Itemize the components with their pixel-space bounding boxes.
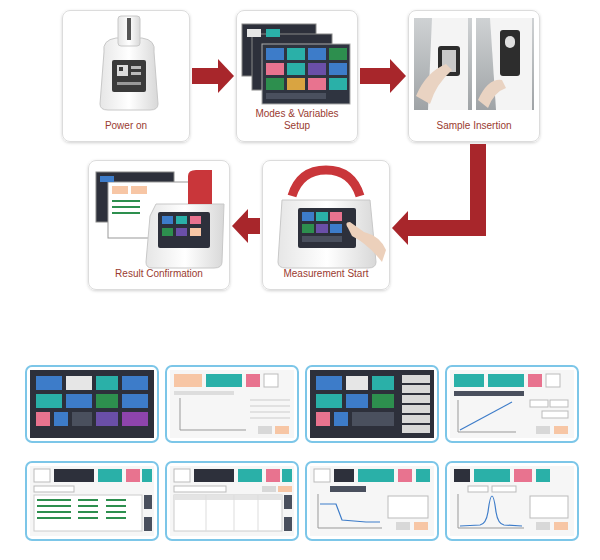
step-caption: Power on: [105, 120, 147, 132]
photo-picture: [414, 18, 534, 110]
flow-arrow: [406, 144, 478, 228]
flow-arrow: [246, 218, 260, 234]
device-picture: [100, 16, 158, 110]
screen-picture: [242, 24, 350, 104]
step-caption: Measurement Start: [283, 268, 368, 280]
arrow-head: [218, 59, 234, 93]
step-caption: Sample Insertion: [436, 120, 511, 132]
step-box: Modes & Variables Setup: [236, 10, 358, 142]
arrow-head: [232, 209, 248, 243]
step-box: Measurement Start: [262, 160, 390, 290]
card-grounds: [62, 10, 540, 290]
step-box: Power on: [62, 10, 190, 142]
step-box: Sample Insertion: [408, 10, 540, 142]
flow-arrow: [192, 68, 220, 84]
device-picture: [278, 170, 386, 268]
screen-picture: [96, 170, 224, 268]
step-caption: Modes & Variables Setup: [249, 108, 345, 132]
arrow-head: [392, 211, 408, 245]
arrow-head: [390, 59, 406, 93]
screenshot-panels: [26, 366, 578, 540]
flow-arrow: [360, 68, 392, 84]
step-caption: Result Confirmation: [115, 268, 203, 280]
step-box: Result Confirmation: [88, 160, 230, 290]
